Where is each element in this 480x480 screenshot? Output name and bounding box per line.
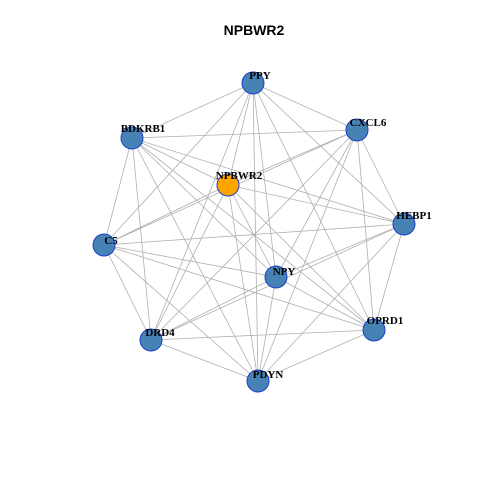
node-label-c5: C5 bbox=[104, 235, 118, 247]
edge-cxcl6-pdyn bbox=[257, 129, 358, 382]
edge-cxcl6-npbwr2 bbox=[227, 129, 358, 186]
edge-cxcl6-hebp1 bbox=[356, 129, 405, 225]
node-npy[interactable] bbox=[264, 265, 288, 289]
node-bdkrb1[interactable] bbox=[120, 126, 144, 150]
edge-hebp1-c5 bbox=[103, 223, 405, 246]
node-label-pdyn: PDYN bbox=[253, 369, 284, 381]
edge-bdkrb1-drd4 bbox=[131, 137, 152, 341]
node-pdyn[interactable] bbox=[246, 369, 270, 393]
edge-cxcl6-bdkrb1 bbox=[131, 129, 358, 139]
node-hebp1[interactable] bbox=[392, 212, 416, 236]
diagram-title: NPBWR2 bbox=[224, 22, 285, 38]
edge-oprd1-drd4 bbox=[150, 329, 375, 341]
edge-ppy-c5 bbox=[103, 82, 254, 246]
edge-bdkrb1-hebp1 bbox=[131, 137, 405, 225]
node-ppy[interactable] bbox=[241, 71, 265, 95]
edge-npy-drd4 bbox=[150, 276, 277, 341]
edge-npbwr2-npy bbox=[227, 184, 277, 278]
edge-ppy-bdkrb1 bbox=[131, 82, 254, 139]
edge-hebp1-pdyn bbox=[257, 223, 405, 382]
node-c5[interactable] bbox=[92, 233, 116, 257]
node-cxcl6[interactable] bbox=[345, 118, 369, 142]
edge-ppy-oprd1 bbox=[252, 82, 375, 331]
edge-ppy-pdyn bbox=[252, 82, 259, 382]
edge-npbwr2-oprd1 bbox=[227, 184, 375, 331]
edge-c5-drd4 bbox=[103, 244, 152, 341]
edge-c5-oprd1 bbox=[103, 244, 375, 331]
node-label-bdkrb1: BDKRB1 bbox=[121, 123, 166, 135]
edge-cxcl6-npy bbox=[275, 129, 358, 278]
node-label-hebp1: HEBP1 bbox=[396, 210, 431, 222]
node-label-ppy: PPY bbox=[249, 70, 270, 82]
edge-ppy-hebp1 bbox=[252, 82, 405, 225]
edge-hebp1-npy bbox=[275, 223, 405, 278]
node-label-npy: NPY bbox=[273, 266, 296, 278]
edge-drd4-pdyn bbox=[150, 339, 259, 382]
edge-c5-pdyn bbox=[103, 244, 259, 382]
edge-bdkrb1-c5 bbox=[103, 137, 133, 246]
edge-bdkrb1-npy bbox=[131, 137, 277, 278]
edge-npbwr2-c5 bbox=[103, 184, 229, 246]
node-drd4[interactable] bbox=[139, 328, 163, 352]
edge-bdkrb1-npbwr2 bbox=[131, 137, 229, 186]
node-label-npbwr2: NPBWR2 bbox=[216, 170, 263, 182]
node-oprd1[interactable] bbox=[362, 318, 386, 342]
node-label-cxcl6: CXCL6 bbox=[350, 117, 387, 129]
edge-npy-pdyn bbox=[257, 276, 277, 382]
edge-bdkrb1-oprd1 bbox=[131, 137, 375, 331]
edge-bdkrb1-pdyn bbox=[131, 137, 259, 382]
edge-c5-npy bbox=[103, 244, 277, 278]
edge-ppy-drd4 bbox=[150, 82, 254, 341]
node-label-drd4: DRD4 bbox=[145, 327, 175, 339]
edge-npbwr2-drd4 bbox=[150, 184, 229, 341]
edge-cxcl6-oprd1 bbox=[356, 129, 375, 331]
node-npbwr2[interactable] bbox=[216, 173, 240, 197]
nodes-layer bbox=[92, 71, 416, 393]
edge-ppy-cxcl6 bbox=[252, 82, 358, 131]
edge-npy-oprd1 bbox=[275, 276, 375, 331]
edge-npbwr2-hebp1 bbox=[227, 184, 405, 225]
edge-npbwr2-pdyn bbox=[227, 184, 259, 382]
node-label-oprd1: OPRD1 bbox=[367, 315, 404, 327]
edge-oprd1-pdyn bbox=[257, 329, 375, 382]
edge-hebp1-oprd1 bbox=[373, 223, 405, 331]
